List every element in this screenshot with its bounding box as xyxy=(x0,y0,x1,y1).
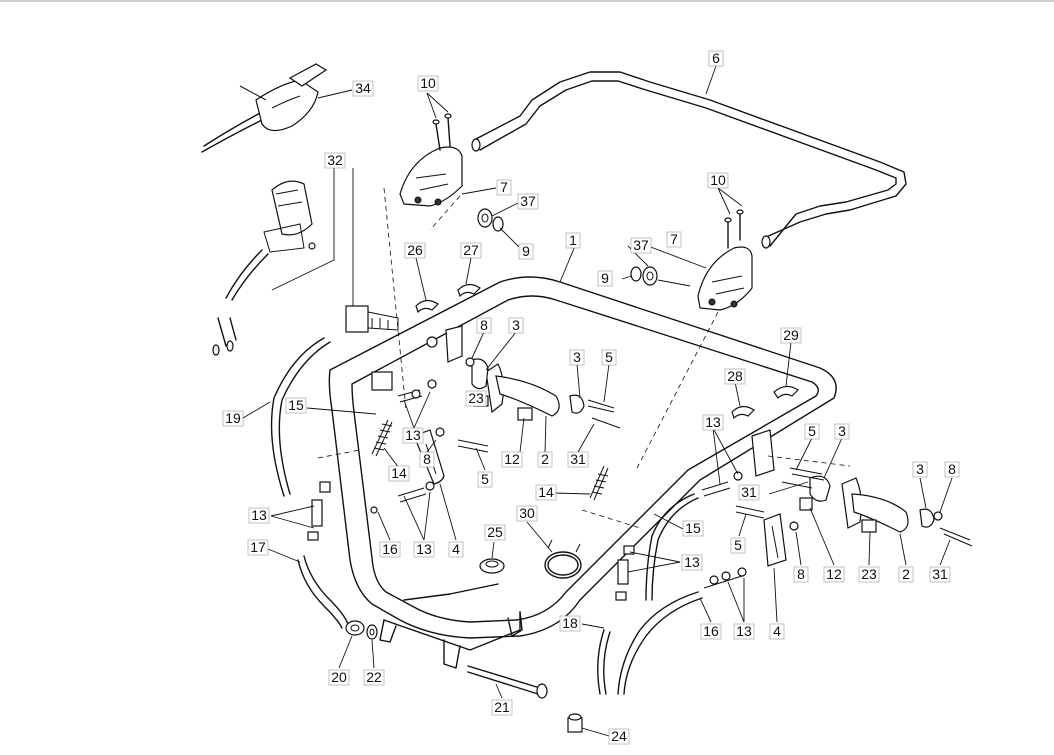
left-handle-bracket xyxy=(399,146,463,207)
spring-14-left xyxy=(371,419,393,457)
callout-13: 13 xyxy=(405,427,421,443)
callout-15: 15 xyxy=(685,520,701,536)
callout-9: 9 xyxy=(601,270,609,286)
callout-16: 16 xyxy=(382,541,398,557)
top-border-line xyxy=(0,0,1054,2)
callout-15: 15 xyxy=(288,397,304,413)
callout-4: 4 xyxy=(773,623,781,639)
callout-31: 31 xyxy=(570,451,586,467)
switch-connector xyxy=(345,305,399,333)
callout-10: 10 xyxy=(710,172,726,188)
callout-19: 19 xyxy=(225,410,241,426)
callout-14: 14 xyxy=(538,484,554,500)
callout-13: 13 xyxy=(416,541,432,557)
callout-22: 22 xyxy=(366,669,382,685)
callout-5: 5 xyxy=(481,471,489,487)
upper-handle-bar xyxy=(471,71,907,249)
callout-8: 8 xyxy=(423,451,431,467)
callout-6: 6 xyxy=(712,50,720,66)
callout-25: 25 xyxy=(487,524,503,540)
switch-assembly xyxy=(212,180,316,356)
assembly-lines xyxy=(317,187,851,529)
right-handle-bracket xyxy=(697,246,753,311)
callout-1: 1 xyxy=(569,232,577,248)
callout-20: 20 xyxy=(331,669,347,685)
callout-31: 31 xyxy=(741,484,757,500)
callout-12: 12 xyxy=(826,566,842,582)
callout-13: 13 xyxy=(736,623,752,639)
cable-18 xyxy=(597,629,611,695)
callout-21: 21 xyxy=(494,699,510,715)
washers-left xyxy=(477,208,504,232)
callout-28: 28 xyxy=(727,368,743,384)
callout-27: 27 xyxy=(463,242,479,258)
callout-8: 8 xyxy=(480,317,488,333)
callout-8: 8 xyxy=(797,566,805,582)
callout-34: 34 xyxy=(355,80,371,96)
clamp-ring-30 xyxy=(544,539,582,579)
callout-3: 3 xyxy=(916,461,924,477)
callout-labels: 34 10 6 32 7 37 9 10 26 27 1 37 7 9 8 3 … xyxy=(222,50,960,745)
left-lever-group xyxy=(370,325,621,514)
cable-fittings-left xyxy=(307,481,331,541)
callout-23: 23 xyxy=(861,566,877,582)
cable-16 xyxy=(617,591,703,695)
nut-24 xyxy=(567,713,583,733)
callout-16: 16 xyxy=(703,623,719,639)
callout-24: 24 xyxy=(611,728,627,744)
cable-15 xyxy=(645,493,699,601)
bushing-20 xyxy=(345,620,365,636)
main-frame xyxy=(328,276,837,639)
throttle-lever xyxy=(201,63,328,153)
callout-7: 7 xyxy=(670,231,678,247)
callout-26: 26 xyxy=(407,242,423,258)
callout-8: 8 xyxy=(948,461,956,477)
washers-right xyxy=(630,266,658,286)
callout-32: 32 xyxy=(327,152,343,168)
washer-22 xyxy=(366,624,378,640)
callout-5: 5 xyxy=(605,349,613,365)
callout-5: 5 xyxy=(734,537,742,553)
cable-17 xyxy=(297,555,349,629)
callout-4: 4 xyxy=(452,541,460,557)
bolts-10-right xyxy=(724,209,744,249)
callout-14: 14 xyxy=(391,465,407,481)
callout-13: 13 xyxy=(705,414,721,430)
spring-14-right xyxy=(589,465,609,501)
frame-clips xyxy=(415,283,799,420)
long-bolt-21 xyxy=(467,665,548,699)
callout-10: 10 xyxy=(420,75,436,91)
callout-3: 3 xyxy=(573,349,581,365)
callout-2: 2 xyxy=(902,566,910,582)
callout-3: 3 xyxy=(838,423,846,439)
callout-18: 18 xyxy=(562,615,578,631)
cable-19 xyxy=(270,337,331,497)
frame-lower-bracket xyxy=(379,583,523,669)
callout-13: 13 xyxy=(251,507,267,523)
callout-13: 13 xyxy=(684,554,700,570)
cable-fittings-right xyxy=(615,545,635,601)
right-lever-group xyxy=(701,429,973,589)
callout-23: 23 xyxy=(468,390,484,406)
callout-31: 31 xyxy=(932,566,948,582)
leader-lines xyxy=(242,65,953,737)
callout-7: 7 xyxy=(500,179,508,195)
bolts-10-left xyxy=(432,113,452,151)
callout-37: 37 xyxy=(520,193,536,209)
callout-37: 37 xyxy=(633,237,649,253)
callout-12: 12 xyxy=(504,451,520,467)
callout-5: 5 xyxy=(808,423,816,439)
callout-9: 9 xyxy=(522,243,530,259)
grommet-25 xyxy=(479,558,505,574)
callout-29: 29 xyxy=(783,327,799,343)
callout-3: 3 xyxy=(512,317,520,333)
callout-17: 17 xyxy=(250,539,266,555)
callout-30: 30 xyxy=(519,505,535,521)
callout-2: 2 xyxy=(541,451,549,467)
